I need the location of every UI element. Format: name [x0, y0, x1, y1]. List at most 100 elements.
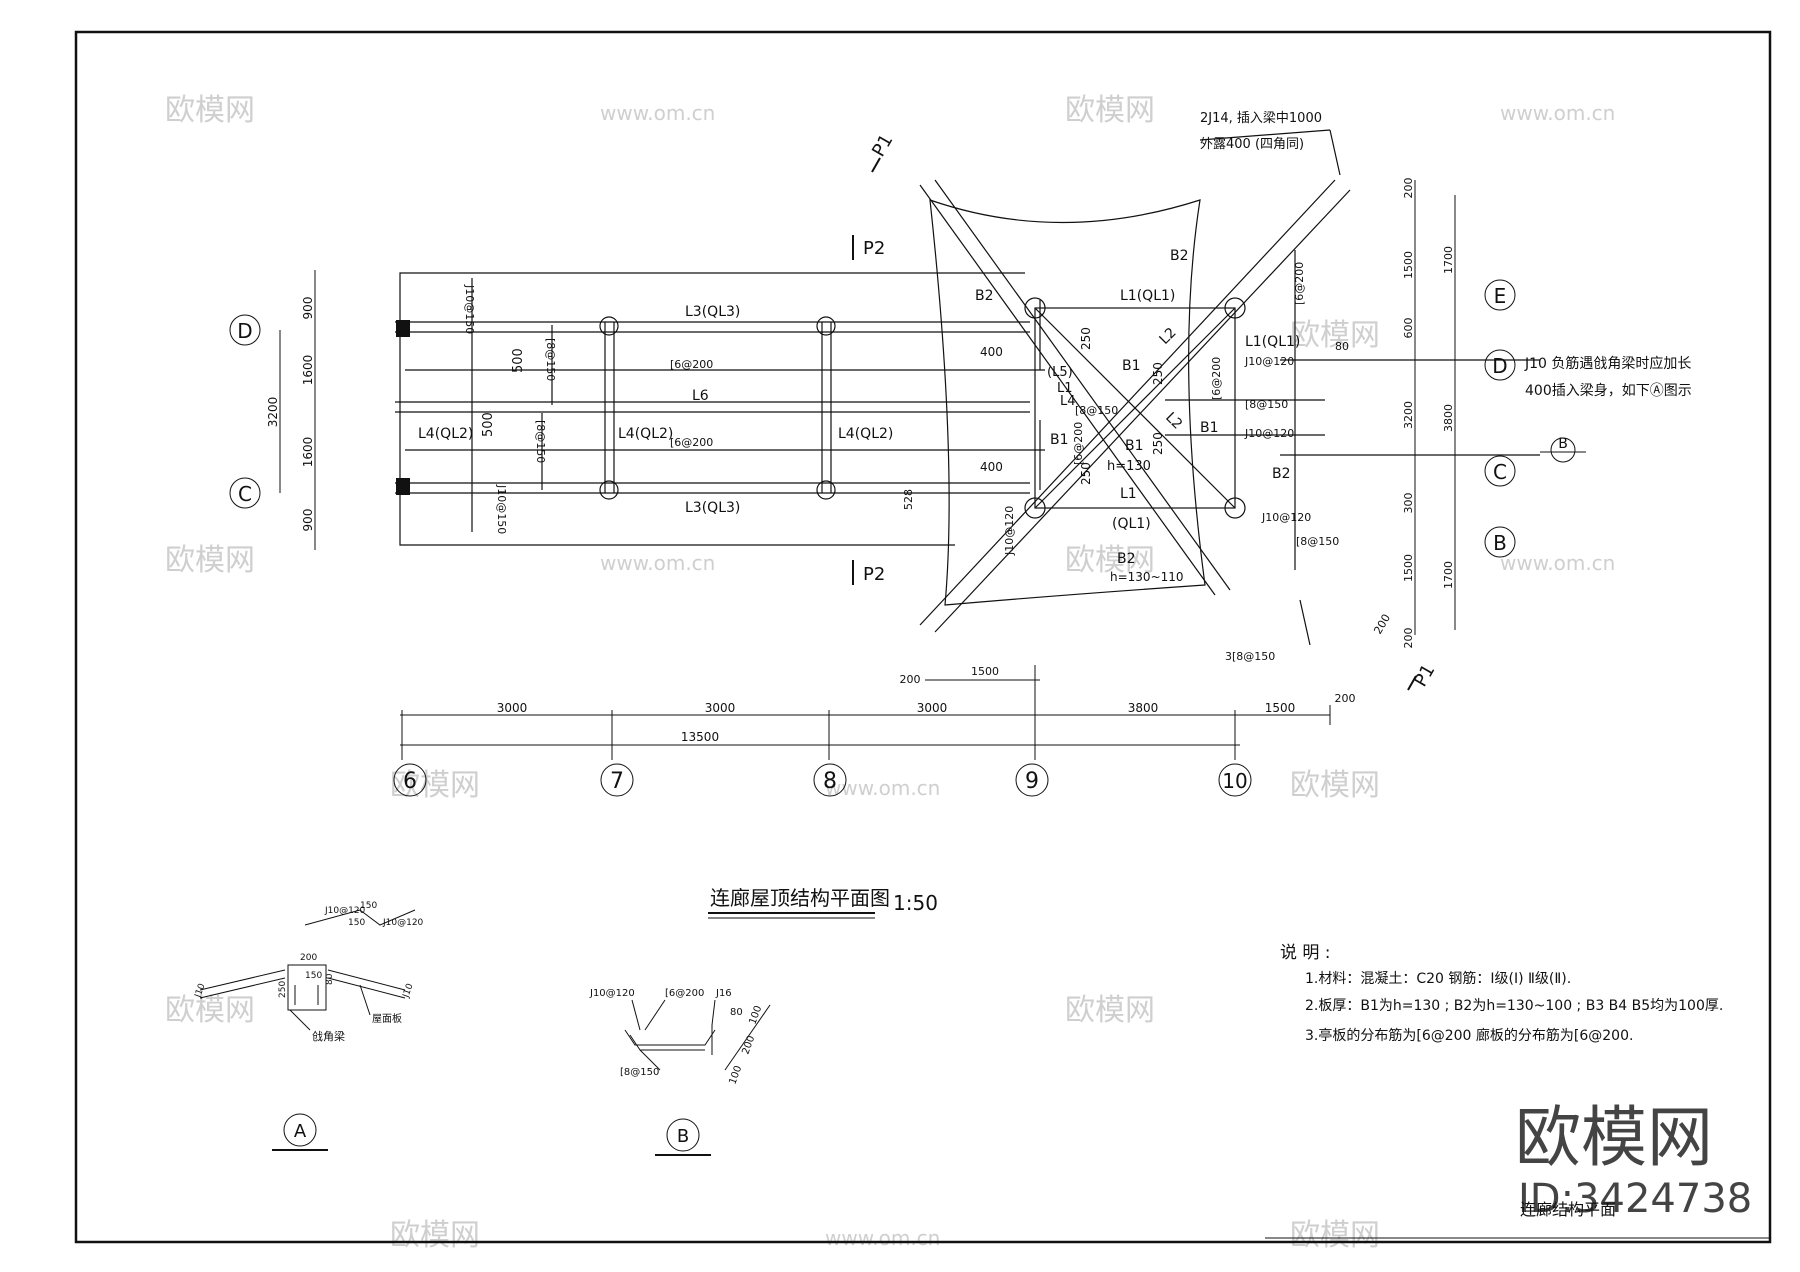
stamp: 欧模网 ID:3424738 连廊结构平面: [1265, 1099, 1770, 1239]
section-bubble: [1550, 437, 1576, 463]
detail-text: J10@120: [324, 906, 366, 916]
watermark-cn: 欧模网: [1065, 543, 1155, 578]
dim-text: 3000: [497, 701, 528, 715]
dim-text: 1700: [1442, 246, 1455, 274]
grid-bubble: [1484, 526, 1516, 558]
detail-text: 80: [730, 1007, 743, 1018]
rebar-label: J10@150: [463, 284, 476, 334]
grid-label-y: B: [1493, 531, 1507, 555]
leader-line: [1329, 129, 1341, 176]
dim-text: 200: [1335, 692, 1356, 705]
detail-label: A: [294, 1121, 307, 1142]
dim-text: 1500: [1402, 251, 1415, 279]
grid-bubble: [393, 763, 427, 797]
dim-text: 300: [1402, 493, 1415, 514]
legend-item: 3.亭板的分布筋为[6@200 廊板的分布筋为[6@200.: [1305, 1027, 1633, 1044]
hip-beam: [934, 189, 1351, 633]
corridor-outline: [399, 272, 1025, 546]
grid-label-x: 6: [403, 769, 417, 794]
detail-text: 150: [360, 901, 377, 911]
dim-text: 200: [900, 673, 921, 686]
dim-text: 3000: [917, 701, 948, 715]
note-text: 2J14, 插入梁中1000: [1200, 111, 1322, 126]
column-block: [396, 320, 410, 337]
rebar-label: [8@150: [1075, 404, 1118, 417]
grid-label-y: E: [1494, 284, 1507, 308]
grid-bubble: [1484, 279, 1516, 311]
slab-label: B1: [1050, 432, 1069, 448]
roof-outline: [929, 199, 1206, 606]
slab-label: B2: [1170, 248, 1189, 264]
drawing-title: 连廊屋顶结构平面图 1:50: [708, 886, 938, 919]
grid-label-x: 10: [1222, 769, 1247, 793]
beam-label: L2: [1162, 410, 1185, 433]
watermark-cn: 欧模网: [1290, 318, 1380, 353]
column-circle: [816, 480, 836, 500]
detail-text: J10: [401, 982, 416, 1000]
column-circle: [1024, 297, 1046, 319]
rebar-label: J10@150: [495, 484, 508, 534]
leader-line: [359, 984, 371, 1016]
notes: 2J14, 插入梁中1000 外露400 (四角同) J10 负筋遇戗角梁时应加…: [1200, 111, 1692, 399]
dim-text: 80: [1335, 340, 1349, 353]
grid-label-y: C: [238, 482, 252, 506]
watermark-url: www.om.cn: [1500, 101, 1615, 125]
slab-label: B2: [1117, 551, 1136, 567]
rebar-label: J10@120: [1003, 506, 1016, 556]
rebar-label: J10@120: [1261, 511, 1311, 524]
dim-text: 528: [902, 489, 915, 510]
dim-text: 1500: [1265, 701, 1296, 715]
stamp-id: ID:3424738: [1518, 1176, 1752, 1222]
note-text: 外露400 (四角同): [1200, 137, 1304, 152]
slab-label: B1: [1122, 358, 1141, 374]
legend: 说 明 : 1.材料：混凝土：C20 钢筋：Ⅰ级(Ⅰ) Ⅱ级(Ⅱ). 2.板厚：…: [1280, 943, 1723, 1044]
slab-labels: B2 B2 B2 B2 h=130~110 B1 B1 B1 B1 h=130: [975, 248, 1291, 584]
watermark-cn: 欧模网: [390, 1218, 480, 1253]
rebar-label: 250: [1079, 327, 1093, 350]
detail-a: J10@120 150 150 J10@120 200 150 250 80 戗…: [193, 901, 424, 1151]
dim-text: 1500: [971, 665, 999, 678]
grid-bubble: [1015, 763, 1049, 797]
rebar-label: 3[8@150: [1225, 650, 1275, 663]
beam-label: L1: [1057, 381, 1073, 396]
grid-label-y: C: [1493, 460, 1507, 484]
detail-line: [327, 977, 406, 999]
rebar-labels: [6@200 [6@200 J10@150 J10@150 [8@150 [8@…: [463, 262, 1339, 663]
pavilion-plan: [919, 129, 1540, 646]
column-circle: [599, 480, 619, 500]
slab-label: B1: [1125, 438, 1144, 454]
grid-bubble: [600, 763, 634, 797]
column-circle: [816, 316, 836, 336]
detail-line: [624, 1029, 716, 1046]
watermark-url: www.om.cn: [825, 776, 940, 800]
dim-text: 3800: [1128, 701, 1159, 715]
detail-label: B: [677, 1126, 689, 1147]
detail-text: J10@120: [382, 918, 424, 928]
watermark-cn: 欧模网: [1065, 93, 1155, 128]
rebar-label: [6@200: [670, 436, 713, 449]
dim-text: 3200: [266, 397, 280, 428]
legend-item: 2.板厚：B1为h=130 ; B2为h=130~100 ; B3 B4 B5均…: [1305, 998, 1723, 1014]
dim-text: 200: [1402, 628, 1415, 649]
column-circle: [599, 316, 619, 336]
stamp-brand: 欧模网: [1515, 1099, 1713, 1176]
dim-text: 1500: [1402, 554, 1415, 582]
dim-text: 600: [1402, 318, 1415, 339]
dimension-text: 3000 3000 3000 3800 1500 200 13500 200 1…: [266, 178, 1455, 745]
beam-label: L2: [1157, 325, 1180, 348]
watermark-url: www.om.cn: [825, 1226, 940, 1250]
dim-text: 13500: [681, 730, 719, 744]
detail-bubble: [666, 1118, 700, 1152]
rebar-label: 250: [1079, 462, 1093, 485]
grid-bubble: [229, 477, 261, 509]
detail-text: 屋面板: [372, 1012, 402, 1025]
detail-text: 150: [305, 971, 322, 981]
detail-text: [6@200: [665, 988, 704, 999]
section-label: P2: [863, 238, 885, 259]
leader-line: [639, 1049, 661, 1071]
rebar-label: 250: [1151, 362, 1165, 385]
legend-heading: 说 明 :: [1280, 943, 1331, 963]
rebar-label: [8@150: [534, 420, 547, 463]
rebar-label: [6@200: [1210, 357, 1223, 400]
